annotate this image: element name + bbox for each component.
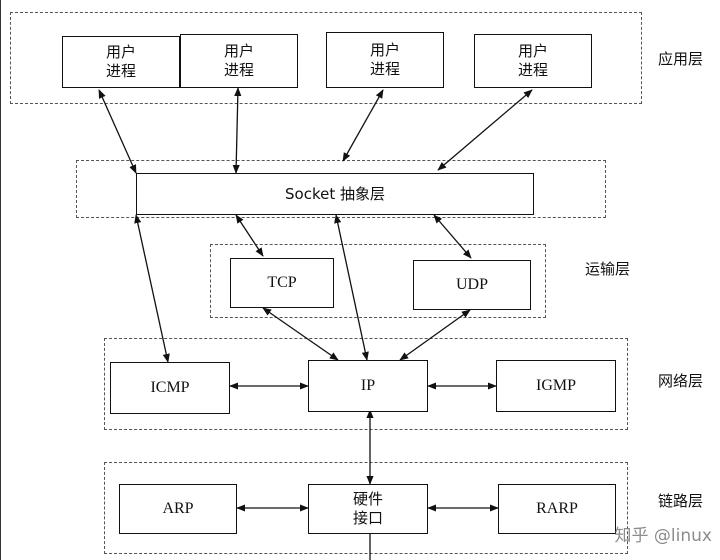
arrow-process3-socket [342,89,384,162]
arrow-socket-ip [334,214,369,361]
link-layer-label: 链路层 [658,492,704,510]
socket-abstraction-node: Socket 抽象层 [136,173,534,215]
arp-node: ARP [119,484,237,534]
arrow-process4-socket [437,89,533,171]
user-process-node-2: 用户 进程 [180,34,298,88]
application-layer-label: 应用层 [658,50,704,68]
transport-layer-group [210,244,546,318]
page-left-edge [0,0,1,560]
arrow-tcp-ip [262,307,339,361]
network-layer-label: 网络层 [658,372,704,390]
user-process-node-3: 用户 进程 [326,32,444,88]
arrow-udp-ip [399,309,471,361]
arrow-socket-tcp [235,214,264,257]
application-layer-group [10,12,642,104]
transport-layer-label: 运输层 [585,260,631,278]
arrow-socket-udp [433,214,472,259]
igmp-node: IGMP [496,360,616,412]
user-process-node-4: 用户 进程 [474,34,592,88]
rarp-node: RARP [498,484,616,534]
arrow-process2-socket [232,87,242,174]
udp-node: UDP [413,260,531,310]
ip-node: IP [308,360,428,412]
link-layer-group [104,462,628,554]
watermark: 知乎 @linux [614,526,712,546]
arrow-socket-icmp [134,214,170,363]
user-process-node-1: 用户 进程 [62,36,180,88]
tcp-node: TCP [230,258,334,308]
arrow-process1-socket [98,89,137,174]
icmp-node: ICMP [110,362,230,414]
hardware-interface-node: 硬件 接口 [308,484,428,534]
